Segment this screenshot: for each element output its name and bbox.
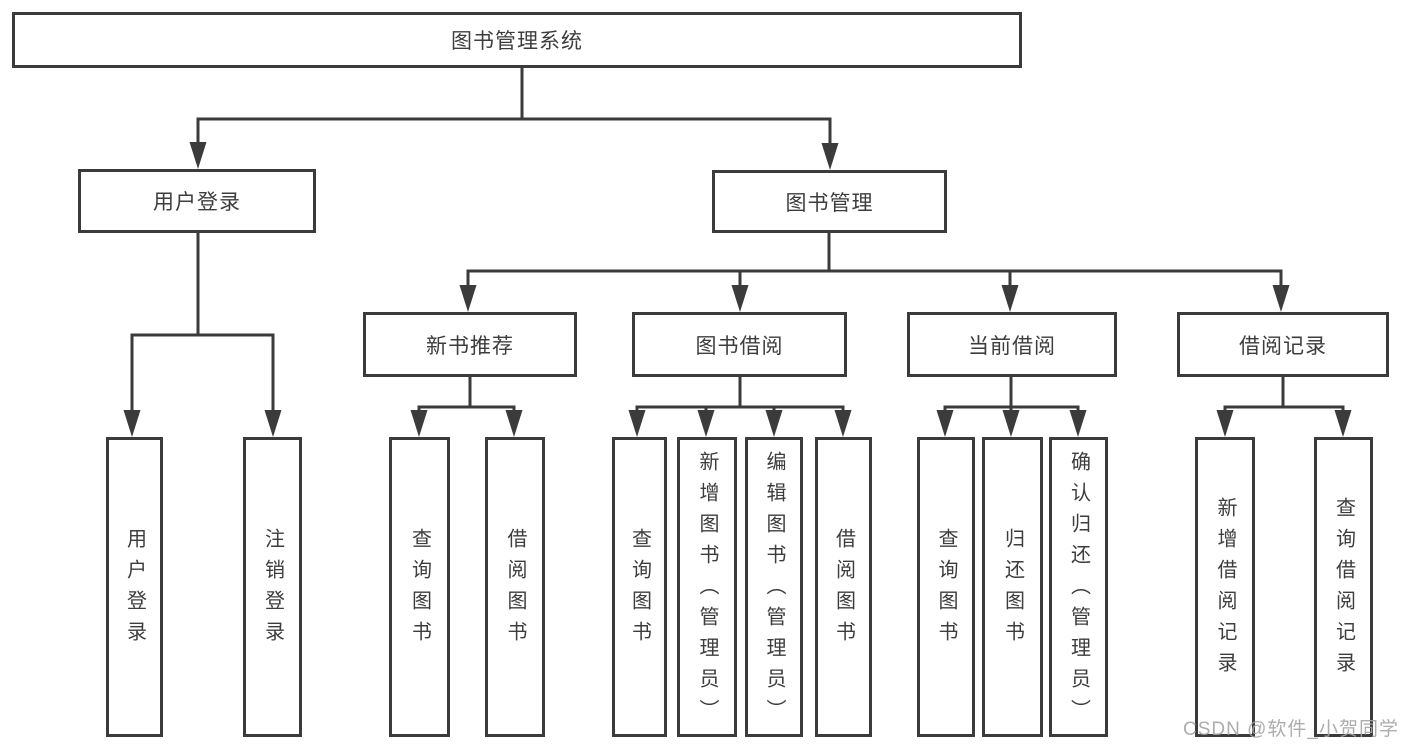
node-user-login: 用户登录 [78, 169, 316, 233]
leaf-return-book: 归还图书 [982, 437, 1043, 737]
arrowhead [264, 410, 282, 437]
node-book-borrow-label: 图书借阅 [695, 334, 784, 358]
arrowhead [189, 142, 207, 169]
node-current-borrow-label: 当前借阅 [968, 334, 1056, 358]
leaf-edit-book-admin: 编辑图书（管理员） [745, 437, 803, 737]
connector-new-books-to-leaves [410, 377, 523, 437]
arrowhead [123, 410, 141, 437]
leaf-query-borrow-record: 查询借阅记录 [1314, 437, 1373, 737]
watermark: CSDN @软件_小贺同学 [1183, 719, 1399, 740]
arrowhead [765, 410, 783, 437]
arrowhead [410, 410, 428, 437]
arrowhead [1002, 410, 1020, 437]
leaf-confirm-return-admin: 确认归还（管理员） [1049, 437, 1108, 737]
node-root: 图书管理系统 [12, 12, 1022, 68]
connector-current-borrow-to-leaves [936, 377, 1087, 437]
connector-root-to-level2 [189, 68, 839, 170]
leaf-add-borrow-record: 新增借阅记录 [1195, 437, 1255, 737]
arrowhead [1272, 285, 1290, 312]
node-user-login-label: 用户登录 [153, 191, 241, 214]
node-book-borrow: 图书借阅 [632, 312, 847, 377]
node-new-book-recommend-label: 新书推荐 [426, 334, 514, 358]
leaf-borrow-books: 借阅图书 [815, 437, 872, 737]
arrowhead [936, 410, 954, 437]
arrowhead [459, 285, 477, 312]
arrowhead [731, 285, 749, 312]
leaf-query-books-current: 查询图书 [917, 437, 975, 737]
leaf-add-book-admin: 新增图书（管理员） [677, 437, 737, 737]
node-new-book-recommend: 新书推荐 [363, 312, 577, 377]
connector-borrow-records-to-leaves [1216, 377, 1352, 437]
arrowhead [1001, 285, 1019, 312]
node-borrow-records: 借阅记录 [1177, 312, 1389, 377]
leaf-query-books-borrow: 查询图书 [612, 437, 667, 737]
arrowhead [1069, 410, 1087, 437]
connector-user-login-to-leaves [123, 232, 282, 437]
leaf-logout: 注销登录 [243, 437, 302, 737]
node-book-management-label: 图书管理 [785, 191, 874, 215]
node-root-label: 图书管理系统 [451, 30, 583, 53]
leaf-query-books-recommend: 查询图书 [389, 437, 450, 737]
arrowhead [505, 410, 523, 437]
arrowhead [628, 410, 646, 437]
connector-book-borrow-to-leaves [628, 377, 852, 437]
node-current-borrow: 当前借阅 [907, 312, 1117, 377]
arrowhead [1334, 410, 1352, 437]
leaf-borrow-books-recommend: 借阅图书 [485, 437, 545, 737]
arrowhead [834, 410, 852, 437]
arrowhead [821, 143, 839, 170]
leaf-user-login: 用户登录 [106, 437, 163, 737]
arrowhead [1216, 410, 1234, 437]
arrowhead [697, 410, 715, 437]
node-borrow-records-label: 借阅记录 [1239, 334, 1327, 358]
node-book-management: 图书管理 [712, 170, 947, 233]
connector-book-mgmt-to-level3 [459, 233, 1290, 312]
